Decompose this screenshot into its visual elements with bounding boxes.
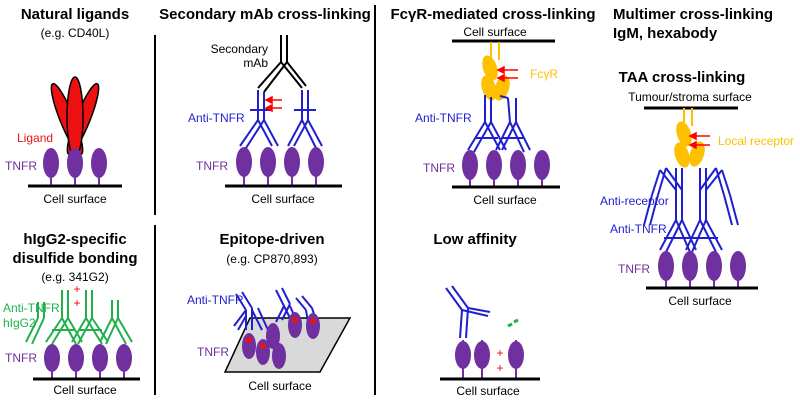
plus-sign-2: +	[73, 296, 80, 310]
crosslink-arrows	[496, 65, 518, 83]
cell-surface-label: Cell surface	[456, 384, 520, 398]
panel-higg2-specific: hIgG2-specific disulfide bonding (e.g. 3…	[3, 231, 140, 397]
fcgr-receptors	[481, 42, 510, 101]
cell-surface-label: Cell surface	[251, 192, 315, 206]
secondary-mab-label-1: Secondary	[211, 42, 268, 56]
tnfr-label: TNFR	[618, 262, 650, 276]
crosslink-arrows	[264, 95, 282, 113]
bispecific-antibodies	[643, 167, 739, 253]
cell-surface-label: Cell surface	[473, 193, 537, 207]
multimer-title-1: Multimer cross-linking	[613, 6, 773, 23]
anti-tnfr-label: Anti-TNFR	[415, 111, 472, 125]
tnfr-label: TNFR	[423, 161, 455, 175]
cell-surface-label: Cell surface	[53, 383, 117, 397]
panel-fcgr-mediated: FcγR-mediated cross-linking Cell surface…	[390, 6, 595, 207]
anti-tnfr-antibodies	[467, 95, 531, 153]
cell-surface-label: Cell surface	[668, 294, 732, 308]
plus-sign-2: +	[496, 361, 503, 375]
plus-sign-1: +	[496, 346, 503, 360]
anti-tnfr-label: Anti-TNFR	[610, 222, 667, 236]
tnfr-group	[462, 150, 550, 186]
igg2-antibodies	[25, 290, 133, 345]
epitope-dots	[246, 317, 316, 349]
ligand-label: Ligand	[17, 131, 53, 145]
tnfr-label: TNFR	[196, 159, 228, 173]
secondary-mab-label-2: mAb	[243, 56, 268, 70]
tnfr-group	[658, 251, 746, 287]
crosslink-arrows	[688, 131, 710, 150]
anti-tnfr-antibodies	[233, 287, 317, 331]
tnfr-label: TNFR	[5, 351, 37, 365]
anti-tnfr-label: Anti-TNFR	[187, 293, 244, 307]
anti-receptor-label: Anti-receptor	[600, 194, 669, 208]
local-receptors	[674, 108, 705, 168]
panel-epitope-driven: Epitope-driven (e.g. CP870,893) Anti-TNF…	[187, 231, 352, 393]
anti-tnfr-antibody	[445, 285, 491, 339]
tnfr-group	[242, 312, 320, 369]
anti-tnfr-label-1: Anti-TNFR	[3, 301, 60, 315]
panel-title: Low affinity	[433, 231, 517, 248]
multimer-title-2: IgM, hexabody	[613, 25, 718, 42]
panel-natural-ligands: Natural ligands (e.g. CD40L) Ligand TNFR…	[5, 6, 129, 206]
panel-low-affinity: Low affinity + + Cell surface	[433, 231, 540, 398]
panel-subtitle: (e.g. CD40L)	[41, 26, 110, 40]
dissociating-fragment	[507, 318, 519, 328]
panel-title-1: hIgG2-specific	[23, 231, 126, 248]
top-surface-label: Tumour/stroma surface	[628, 90, 752, 104]
anti-tnfr-label-2: hIgG2	[3, 316, 36, 330]
panel-title: Natural ligands	[21, 6, 129, 23]
panel-multimer: Multimer cross-linking IgM, hexabody	[613, 6, 773, 42]
fcgr-label: FcγR	[530, 67, 558, 81]
panel-title-2: disulfide bonding	[13, 250, 138, 267]
tnfr-group	[43, 148, 107, 185]
cell-surface-label: Cell surface	[248, 379, 312, 393]
panel-title: FcγR-mediated cross-linking	[390, 6, 595, 23]
secondary-antibody	[257, 35, 307, 93]
panel-title: Secondary mAb cross-linking	[159, 6, 371, 23]
top-cell-surface-label: Cell surface	[463, 25, 527, 39]
tnfr-group	[44, 344, 132, 378]
panel-title: Epitope-driven	[219, 231, 324, 248]
panel-secondary-mab: Secondary mAb cross-linking Secondary mA…	[159, 6, 371, 206]
anti-tnfr-antibodies	[239, 90, 323, 149]
panel-title: TAA cross-linking	[619, 69, 746, 86]
ligand-trimer	[50, 76, 100, 158]
cell-surface-label: Cell surface	[43, 192, 107, 206]
local-receptor-label: Local receptor	[718, 134, 794, 148]
tnfr-group	[455, 340, 524, 378]
anti-tnfr-label: Anti-TNFR	[188, 111, 245, 125]
panel-subtitle: (e.g. CP870,893)	[226, 252, 317, 266]
panel-subtitle: (e.g. 341G2)	[41, 270, 108, 284]
tnfr-label: TNFR	[197, 345, 229, 359]
plus-sign-1: +	[73, 282, 80, 296]
tnfr-group	[236, 147, 324, 185]
tnfr-label: TNFR	[5, 159, 37, 173]
panel-taa-crosslinking: TAA cross-linking Tumour/stroma surface …	[600, 69, 794, 308]
